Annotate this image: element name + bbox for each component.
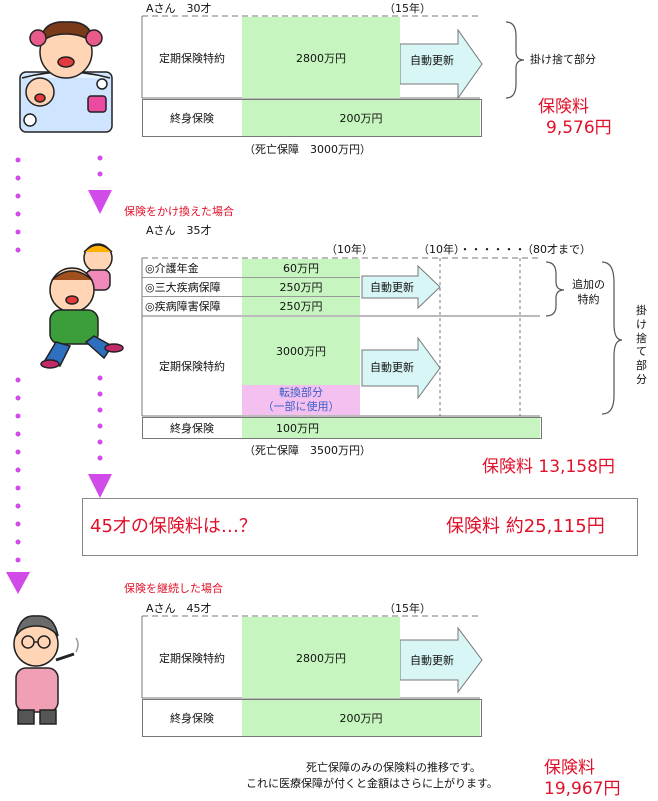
rider-label: ◎疾病障害保障	[145, 300, 221, 313]
whole-life-label: 終身保険	[170, 112, 214, 125]
bracket-added	[545, 261, 565, 317]
rider-amount: 250万円	[242, 297, 360, 315]
added-rider-label: 追加の 特約	[572, 278, 605, 306]
section1-person: Aさん 30才	[146, 2, 212, 15]
dotted-arrow-left	[6, 157, 30, 594]
whole-life-label: 終身保険	[170, 712, 214, 725]
premium: 保険料 13,158円	[482, 457, 615, 477]
rider-divider	[142, 277, 360, 278]
death-total: （死亡保障 3000万円）	[244, 143, 371, 156]
auto-renew-arrow	[399, 626, 483, 694]
rider-amount: 60万円	[242, 259, 360, 277]
section3-term: （15年）	[384, 602, 431, 615]
conversion-part: 転換部分 （一部に使用）	[242, 385, 360, 415]
whole-life-row	[142, 699, 482, 737]
premium-value: 9,576円	[546, 118, 612, 138]
section2-person: Aさん 35才	[146, 224, 212, 237]
section1-term: （15年）	[384, 2, 431, 15]
callout-question: 45才の保険料は…？	[90, 516, 257, 537]
premium-label: 保険料	[544, 758, 595, 778]
auto-renew-label: 自動更新	[370, 361, 414, 374]
dotted-arrow-right	[88, 155, 112, 498]
bracket-side	[601, 261, 623, 415]
premium-label: 保険料	[538, 97, 589, 117]
older-man-smoking-illustration	[13, 615, 79, 725]
whole-life-amount: 200万円	[242, 700, 480, 736]
auto-renew-arrow-riders	[361, 264, 441, 310]
term-rider-label: 定期保険特約	[159, 51, 225, 65]
auto-renew-arrow-term	[361, 336, 441, 400]
term-rider-amount: 3000万円	[242, 317, 360, 385]
term-rider-label: 定期保険特約	[159, 651, 225, 665]
whole-life-amount: 100万円	[242, 418, 540, 438]
auto-renew-label: 自動更新	[410, 54, 454, 67]
section1-diagram	[141, 15, 525, 100]
term-10y-2: （10年）・・・・・・	[418, 243, 526, 256]
bracket	[505, 21, 525, 99]
note-line-2: これに医療保障が付くと金額はさらに上がります。	[246, 777, 498, 790]
note-line-1: 死亡保障のみの保険料の推移です。	[306, 761, 481, 774]
rider-amount: 250万円	[242, 278, 360, 296]
switch-heading: 保険をかけ換えた場合	[124, 205, 234, 218]
premium-callout-box	[82, 498, 638, 556]
auto-renew-label: 自動更新	[370, 281, 414, 294]
term-80: （80才まで）	[522, 243, 591, 256]
term-rider-amount: 2800万円	[242, 617, 400, 698]
rider-divider	[142, 296, 360, 297]
mother-child-bath-illustration	[19, 21, 113, 133]
term-10y-1: （10年）	[326, 243, 373, 256]
continue-heading: 保険を継続した場合	[124, 582, 223, 595]
auto-renew-label: 自動更新	[410, 654, 454, 667]
section3-person: Aさん 45才	[146, 602, 212, 615]
death-total: （死亡保障 3500万円）	[244, 444, 371, 457]
rider-label: ◎三大疾病保障	[145, 281, 221, 294]
section3-diagram	[141, 615, 483, 699]
premium-value: 19,967円	[544, 779, 621, 799]
whole-life-row	[142, 417, 542, 439]
whole-life-amount: 200万円	[242, 100, 480, 136]
bracket-label: 掛け捨て部分	[530, 53, 596, 66]
callout-answer: 保険料 約25,115円	[446, 516, 605, 537]
whole-life-row	[142, 99, 482, 137]
term-rider-amount: 2800万円	[242, 17, 400, 98]
father-carrying-child-illustration	[40, 243, 124, 369]
auto-renew-arrow	[399, 28, 483, 100]
rider-label: ◎介護年金	[145, 262, 199, 275]
section2-diagram	[141, 257, 623, 417]
side-bracket-label: 掛 け 捨 て 部 分	[636, 304, 647, 386]
whole-life-label: 終身保険	[170, 422, 214, 435]
term-rider-label: 定期保険特約	[159, 360, 225, 373]
